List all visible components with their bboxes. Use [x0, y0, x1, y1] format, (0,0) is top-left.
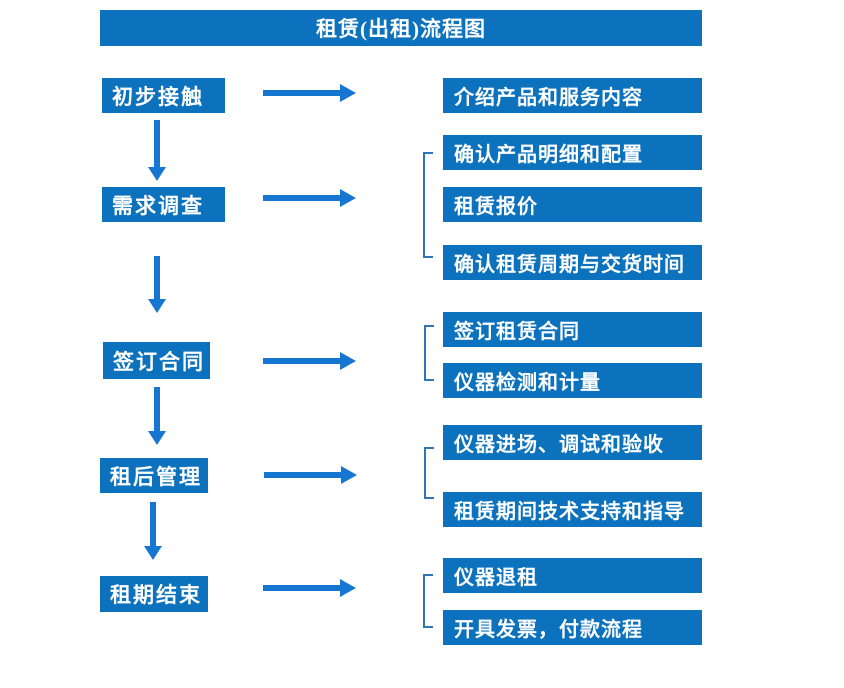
- detail-box-instrument-testing: 仪器检测和计量: [443, 363, 702, 398]
- arrow-shaft: [263, 585, 341, 591]
- arrow-head-icon: [341, 466, 357, 484]
- down-arrow-2: [148, 256, 166, 313]
- detail-box-introduce-products: 介绍产品和服务内容: [443, 78, 702, 113]
- step-box-sign-contract: 签订合同: [103, 342, 210, 379]
- bracket-connector-post-rental: [424, 447, 434, 499]
- right-arrow-demand-survey: [263, 189, 356, 207]
- right-arrow-initial-contact: [263, 84, 356, 102]
- step-box-demand-survey: 需求调查: [102, 187, 225, 222]
- right-arrow-sign-contract: [263, 352, 356, 370]
- arrow-shaft: [263, 195, 341, 201]
- arrow-shaft: [154, 256, 160, 300]
- down-arrow-1: [148, 120, 166, 181]
- step-box-rental-period-end: 租期结束: [100, 576, 208, 612]
- detail-box-confirm-product-details: 确认产品明细和配置: [443, 135, 702, 170]
- arrow-shaft: [263, 358, 341, 364]
- bracket-connector-rental-end: [423, 574, 433, 628]
- detail-box-technical-support: 租赁期间技术支持和指导: [443, 492, 702, 527]
- arrow-head-icon: [340, 84, 356, 102]
- arrow-shaft: [154, 387, 160, 432]
- arrow-shaft: [264, 472, 342, 478]
- detail-box-instrument-setup-acceptance: 仪器进场、调试和验收: [443, 425, 702, 460]
- arrow-shaft: [263, 90, 341, 96]
- arrow-head-icon: [148, 431, 166, 445]
- arrow-shaft: [154, 120, 160, 168]
- down-arrow-4: [144, 502, 162, 560]
- arrow-shaft: [150, 502, 156, 547]
- arrow-head-icon: [340, 189, 356, 207]
- arrow-head-icon: [148, 167, 166, 181]
- bracket-connector-sign-contract: [424, 325, 434, 381]
- arrow-head-icon: [340, 579, 356, 597]
- detail-box-rental-quote: 租赁报价: [443, 187, 702, 222]
- detail-box-invoice-payment: 开具发票，付款流程: [443, 610, 702, 645]
- step-box-post-rental-management: 租后管理: [100, 458, 208, 493]
- down-arrow-3: [148, 387, 166, 445]
- right-arrow-rental-end: [263, 579, 356, 597]
- flowchart-title: 租赁(出租)流程图: [100, 10, 702, 46]
- bracket-connector-demand-survey: [423, 152, 433, 258]
- arrow-head-icon: [148, 299, 166, 313]
- right-arrow-post-rental: [264, 466, 357, 484]
- step-box-initial-contact: 初步接触: [102, 78, 225, 113]
- detail-box-instrument-return: 仪器退租: [443, 558, 702, 593]
- detail-box-sign-rental-contract: 签订租赁合同: [443, 312, 702, 347]
- detail-box-confirm-rental-period: 确认租赁周期与交货时间: [443, 245, 702, 280]
- arrow-head-icon: [340, 352, 356, 370]
- arrow-head-icon: [144, 546, 162, 560]
